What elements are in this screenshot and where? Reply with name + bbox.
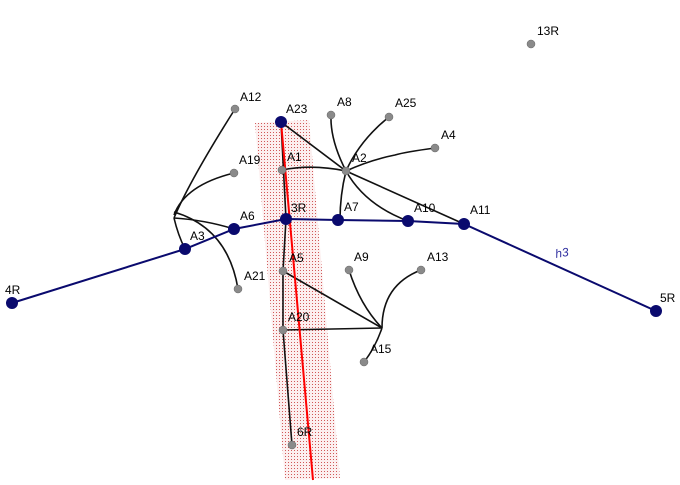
node-6R[interactable] [287, 440, 297, 450]
node-A7[interactable] [332, 214, 344, 226]
label-A10: A10 [414, 201, 436, 215]
label-A1: A1 [287, 150, 302, 164]
label-A9: A9 [354, 250, 369, 264]
label-A13: A13 [427, 250, 449, 264]
label-A15: A15 [370, 342, 392, 356]
gray-nodes [229, 39, 536, 450]
label-A6: A6 [240, 209, 255, 223]
node-A2[interactable] [341, 166, 351, 176]
route-label: h3 [554, 245, 570, 261]
node-A10[interactable] [402, 215, 414, 227]
node-A9[interactable] [344, 265, 354, 275]
node-A12[interactable] [230, 104, 240, 114]
label-13R: 13R [537, 24, 559, 38]
label-3R: 3R [291, 201, 307, 215]
label-A4: A4 [441, 128, 456, 142]
highlight-line [280, 121, 314, 481]
node-A13[interactable] [416, 265, 426, 275]
node-A11[interactable] [458, 218, 470, 230]
label-A11: A11 [470, 203, 491, 217]
label-A3: A3 [190, 229, 205, 243]
node-3R[interactable] [280, 213, 292, 225]
node-A1[interactable] [277, 165, 287, 175]
route-nodes [6, 116, 662, 317]
node-A3[interactable] [179, 243, 191, 255]
node-A20[interactable] [278, 325, 288, 335]
label-A12: A12 [240, 90, 262, 104]
node-4R[interactable] [6, 297, 18, 309]
node-5R[interactable] [650, 305, 662, 317]
label-6R: 6R [297, 425, 313, 439]
label-A19: A19 [239, 153, 261, 167]
node-A6[interactable] [228, 223, 240, 235]
node-13R[interactable] [526, 39, 536, 49]
label-A25: A25 [395, 96, 417, 110]
label-5R: 5R [660, 291, 676, 305]
node-A4[interactable] [430, 143, 440, 153]
label-A20: A20 [288, 310, 310, 324]
route-h3[interactable] [11, 217, 657, 312]
node-A23[interactable] [275, 116, 287, 128]
label-A8: A8 [337, 95, 352, 109]
label-4R: 4R [5, 283, 21, 297]
label-A21: A21 [244, 269, 266, 283]
node-A8[interactable] [326, 110, 336, 120]
node-A5[interactable] [278, 266, 288, 276]
label-A23: A23 [286, 102, 308, 116]
node-A21[interactable] [233, 284, 243, 294]
label-A5: A5 [289, 251, 304, 265]
node-labels: 4R A3 A6 3R A7 A10 A11 5R A23 13R A12 A8… [5, 24, 676, 439]
node-A19[interactable] [229, 168, 239, 178]
label-A2: A2 [352, 151, 367, 165]
label-A7: A7 [344, 200, 359, 214]
node-A15[interactable] [359, 357, 369, 367]
node-A25[interactable] [384, 112, 394, 122]
